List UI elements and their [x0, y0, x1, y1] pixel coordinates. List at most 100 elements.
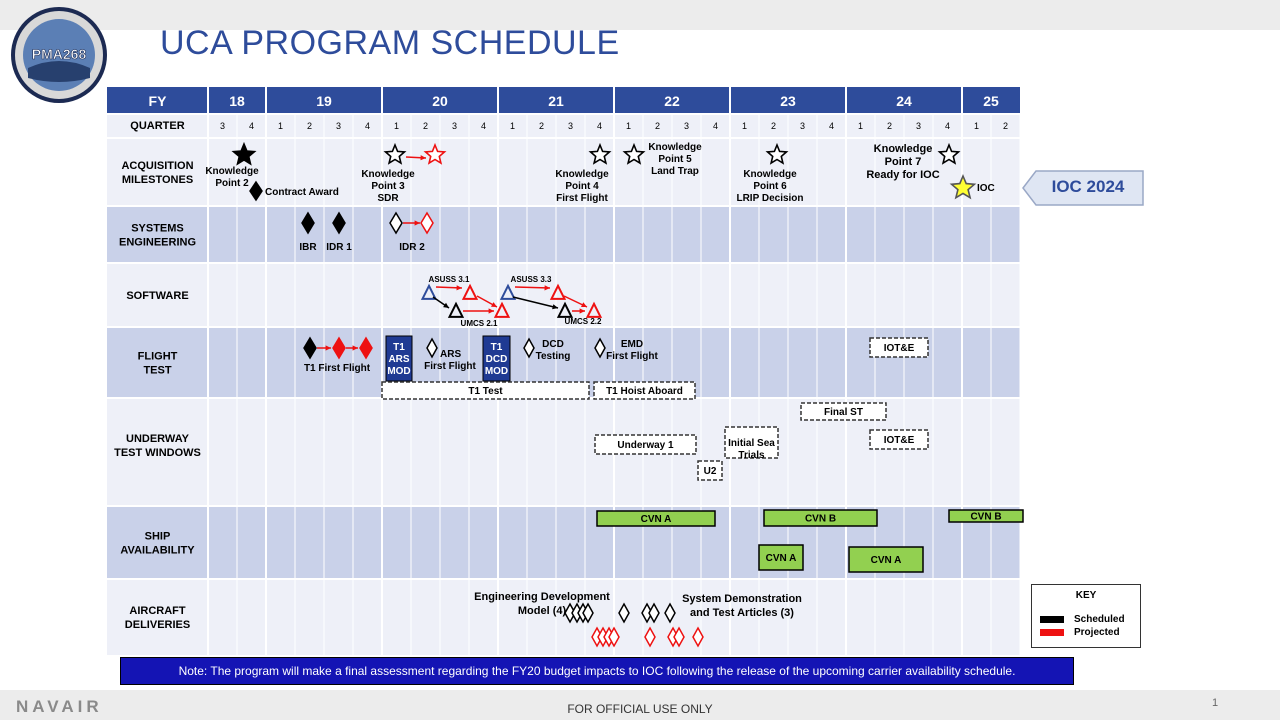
umcs22-triangle: [556, 301, 574, 318]
fy-19: 19: [316, 93, 332, 109]
asuss31-triangle: [420, 283, 438, 300]
quarter-5: 3: [336, 121, 341, 131]
quarter-4: 2: [307, 121, 312, 131]
quarter-23: 1: [858, 121, 863, 131]
quarter-6: 4: [365, 121, 370, 131]
cvn-a-bar-3: [848, 546, 924, 573]
t1-test-box-label: T1 Test: [468, 386, 503, 397]
iote-flight-box: [869, 337, 929, 358]
quarter-25: 3: [916, 121, 921, 131]
quarter-19: 1: [742, 121, 747, 131]
sdta-delivery-projected-3: [673, 626, 685, 648]
fy-header-label: FY: [149, 93, 168, 109]
umcs22-slip-arrow-head: [579, 308, 585, 314]
idr2-label: IDR 2: [399, 242, 425, 253]
row-band: [107, 114, 1020, 138]
umcs21-projected-triangle: [493, 301, 511, 318]
quarter-20: 2: [771, 121, 776, 131]
t1-hoist-box-label: T1 Hoist Aboard: [606, 386, 683, 397]
cvn-a-bar-2-label: CVN A: [766, 553, 797, 564]
asuss33-projected-triangle: [549, 283, 567, 300]
key-row-projected: Projected: [1040, 627, 1120, 638]
quarter-14: 4: [597, 121, 602, 131]
contract-award-diamond: [249, 180, 263, 202]
t1-ff-arrow-2-head: [352, 345, 358, 351]
t1-hoist-box: [593, 381, 696, 400]
quarter-16: 2: [655, 121, 660, 131]
quarter-9: 3: [452, 121, 457, 131]
cvn-b-bar-1: [763, 509, 878, 527]
umcs21-triangle: [447, 301, 465, 318]
asuss33-to-umcs22-arrow-head: [552, 304, 558, 310]
key-row-scheduled: Scheduled: [1040, 614, 1125, 625]
quarter-8: 2: [423, 121, 428, 131]
sdta-delivery-diamond-4: [664, 602, 676, 624]
quarter-7: 1: [394, 121, 399, 131]
asuss31-projected-link-head: [491, 302, 497, 307]
ioc-label: IOC: [977, 183, 995, 194]
sdta-delivery-diamond-3: [648, 602, 660, 624]
t1-ff-diamond: [303, 336, 317, 360]
quarter-2: 4: [249, 121, 254, 131]
ioc-callout-text: IOC 2024: [1051, 177, 1125, 196]
quarter-17: 3: [684, 121, 689, 131]
sdta-delivery-projected-1: [644, 626, 656, 648]
page-number: 1: [1212, 697, 1219, 709]
cvn-b-bar-2-label: CVN B: [970, 512, 1001, 523]
underway1-box-label: Underway 1: [617, 440, 674, 451]
key-scheduled-label: Scheduled: [1074, 614, 1125, 625]
asuss31-to-umcs21-arrow-head: [443, 302, 449, 308]
t1-ff-projected-1: [332, 336, 346, 360]
asuss33-to-umcs22-arrow: [512, 296, 559, 309]
pma268-logo: PMA268: [11, 7, 107, 103]
quarter-18: 4: [713, 121, 718, 131]
key-title: KEY: [1075, 590, 1097, 601]
idr2-diamond: [389, 211, 403, 235]
legend-key: KEY Scheduled Projected: [1031, 584, 1141, 648]
budget-note: Note: The program will make a final asse…: [120, 657, 1074, 685]
t1-ff-projected-2: [359, 336, 373, 360]
asuss31-slip-arrow-head: [456, 285, 462, 291]
asuss33-projected-link-head: [581, 302, 587, 307]
quarter-11: 1: [510, 121, 515, 131]
t1-ff-arrow-1-head: [325, 345, 331, 351]
dcd-testing-diamond: [523, 337, 535, 359]
cvn-a-bar-2: [758, 544, 804, 571]
emd-delivery-diamond-4: [582, 602, 594, 624]
quarter-24: 2: [887, 121, 892, 131]
svg-text:PMA268: PMA268: [32, 46, 87, 62]
cvn-b-bar-1-label: CVN B: [805, 514, 836, 525]
ibr-diamond: [301, 211, 315, 235]
quarter-1: 3: [220, 121, 225, 131]
fy-18: 18: [229, 93, 245, 109]
cvn-a-bar-3-label: CVN A: [871, 555, 902, 566]
umcs22-label: UMCS 2.2: [565, 317, 602, 326]
idr2-slip-arrow-head: [414, 220, 420, 226]
kp5-star: [622, 142, 646, 165]
fy-20: 20: [432, 93, 448, 109]
t1-ars-mod-box: [385, 335, 413, 382]
asuss33-label: ASUSS 3.3: [511, 275, 552, 284]
quarter-10: 4: [481, 121, 486, 131]
asuss33-slip-arrow: [514, 286, 551, 289]
key-projected-label: Projected: [1074, 627, 1120, 638]
contract-award-label: Contract Award: [265, 187, 339, 198]
fy-22: 22: [664, 93, 680, 109]
fy-23: 23: [780, 93, 796, 109]
row-band: [107, 579, 1020, 655]
bottom-banner: [0, 690, 1280, 720]
quarter-28: 2: [1003, 121, 1008, 131]
u2-box-label: U2: [704, 466, 717, 477]
